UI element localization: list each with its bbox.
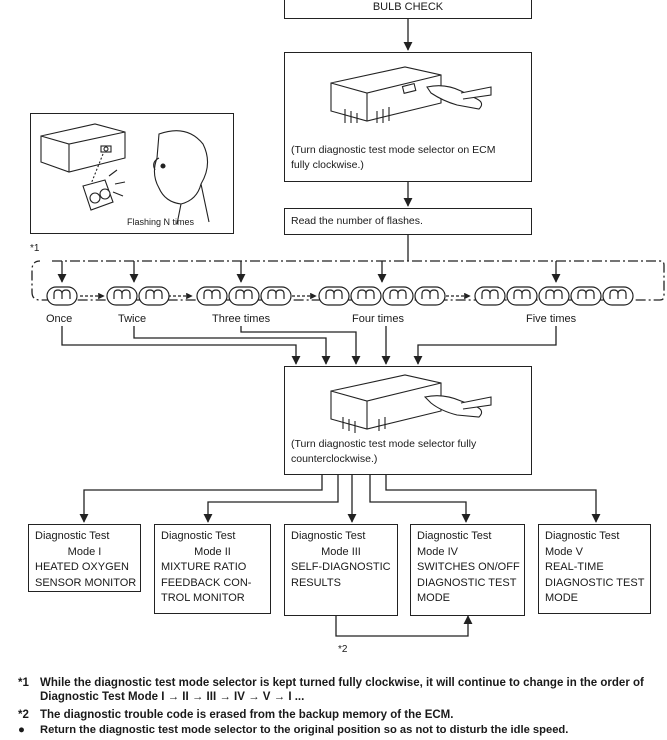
mode-2-box: Diagnostic Test Mode II MIXTURE RATIO FE… [154,524,271,614]
mode-5-line: DIAGNOSTIC TEST [545,576,645,589]
marker-2: *2 [338,644,348,655]
mode-4-line: MODE [417,592,450,604]
mode-2-title: Diagnostic Test [161,530,236,542]
person-head-icon [153,130,209,205]
mode-1-line: SENSOR MONITOR [35,576,137,589]
mode-5-line: MODE [545,592,578,604]
footnote-3: ● Return the diagnostic test mode select… [18,723,666,737]
mode-2-line: MIXTURE RATIO [161,561,247,573]
footnote-1-text: While the diagnostic test mode selector … [40,677,644,703]
read-flashes-box: Read the number of flashes. [284,208,532,235]
mode-4-box: Diagnostic Test Mode IV SWITCHES ON/OFF … [410,524,525,616]
mode-1-name: Mode I [67,545,102,558]
flash-inset-illustration: Flashing N times [30,113,234,234]
footnote-2: *2 The diagnostic trouble code is erased… [18,708,666,722]
flash-label-four: Four times [352,313,404,325]
flash-loop-dashed [31,260,665,301]
ecm-clockwise-illustration [330,66,492,123]
flash-bulb-icons [46,286,634,306]
flash-label-three: Three times [212,313,271,325]
mode-5-box: Diagnostic Test Mode V REAL-TIME DIAGNOS… [538,524,651,614]
mode-3-line: SELF-DIAGNOSTIC [291,561,391,573]
mode-4-line: DIAGNOSTIC TEST [417,576,517,589]
flash-label-five: Five times [526,313,577,325]
flash-inset-caption: Flashing N times [127,217,195,227]
mode-2-line: TROL MONITOR [161,592,245,604]
mode-2-name: Mode II [194,545,231,558]
footnote-3-text: Return the diagnostic test mode selector… [40,724,569,736]
mode-5-title: Diagnostic Test [545,530,620,542]
mode3-to-mode4-loop [335,615,473,637]
step-turn-clockwise-box: (Turn diagnostic test mode selector on E… [284,52,532,182]
step-turn-counterclockwise-caption: (Turn diagnostic test mode selector full… [291,438,477,465]
mode-2-line: FEEDBACK CON- [161,576,252,589]
mode-3-name: Mode III [321,545,361,558]
mode-1-box: Diagnostic Test Mode I HEATED OXYGEN SEN… [28,524,141,592]
mode-5-line: REAL-TIME [545,561,604,573]
footnote-2-text: The diagnostic trouble code is erased fr… [40,709,454,721]
mode-4-line: SWITCHES ON/OFF [417,561,520,573]
footnote-1-key: *1 [18,677,29,689]
mode-4-name: Mode IV [417,545,458,558]
mode-3-title: Diagnostic Test [291,530,366,542]
step-turn-counterclockwise-box: (Turn diagnostic test mode selector full… [284,366,532,475]
read-flashes-text: Read the number of flashes. [291,215,423,227]
bulb-check-text: BULB CHECK [372,1,444,13]
footnote-2-key: *2 [18,709,29,721]
mode-5-name: Mode V [545,545,583,558]
bullet-icon: ● [18,724,25,736]
mode-3-box: Diagnostic Test Mode III SELF-DIAGNOSTIC… [284,524,398,616]
ecm-unit-icon [40,123,126,173]
flash-label-once: Once [46,313,73,325]
mode-3-line: RESULTS [291,576,341,589]
bulb-check-box: BULB CHECK [284,0,532,19]
mode-1-line: HEATED OXYGEN [35,561,129,573]
marker-1: *1 [30,243,40,254]
mode-1-title: Diagnostic Test [35,530,110,542]
mode-4-title: Diagnostic Test [417,530,492,542]
footnote-1: *1 While the diagnostic test mode select… [18,676,666,704]
flash-label-twice: Twice [118,313,147,325]
ecm-counterclockwise-illustration [330,374,492,433]
step-turn-clockwise-caption: (Turn diagnostic test mode selector on E… [291,144,496,171]
